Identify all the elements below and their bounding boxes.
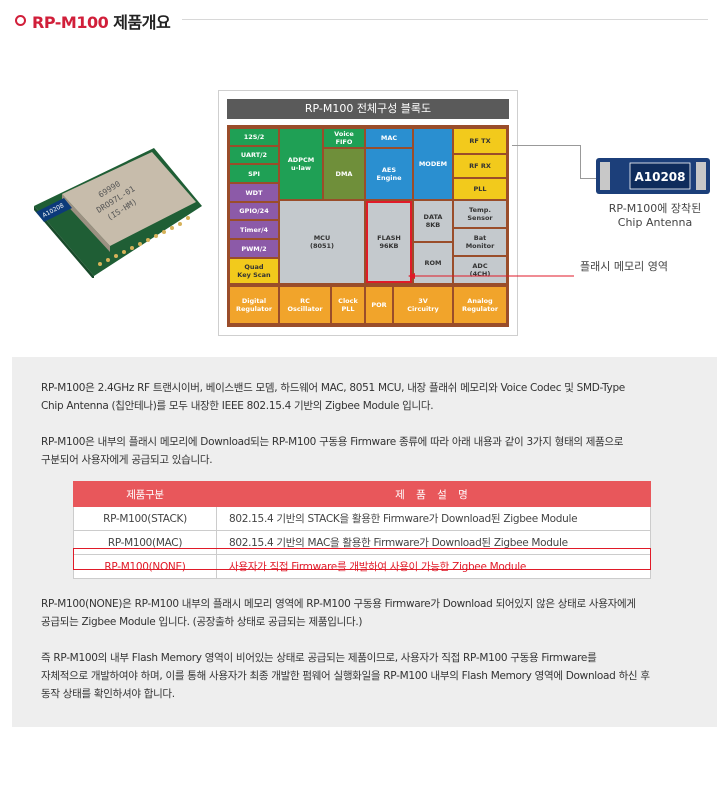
block-dma: DMA (324, 149, 364, 199)
antenna-caption-line2: Chip Antenna (617, 216, 693, 229)
block-gpio: GPIO/24 (230, 203, 278, 219)
diagram-title: RP-M100 전체구성 블록도 (227, 99, 509, 119)
p2-line1: RP-M100은 내부의 플래시 메모리에 Download되는 RP-M100… (41, 436, 624, 448)
p2-line2: 구분되어 사용자에게 공급되고 있습니다. (41, 454, 213, 466)
flash-pointer-label: 플래시 메모리 영역 (580, 260, 668, 273)
block-adpcm: ADPCM u-law (280, 129, 322, 199)
paragraph-4: 즉 RP-M100의 내부 Flash Memory 영역이 비어있는 상태로 … (41, 649, 691, 703)
antenna-marking: A10208 (634, 170, 685, 184)
block-por: POR (366, 287, 392, 323)
diagram-body: 12S/2 UART/2 SPI WDT GPIO/24 Timer/4 PWM… (227, 125, 509, 327)
title-model: RP-M100 (32, 13, 109, 32)
block-voice-fifo: Voice FIFO (324, 129, 364, 147)
block-diagram: RP-M100 전체구성 블록도 12S/2 UART/2 SPI WDT GP… (218, 90, 518, 336)
p4-line1: 즉 RP-M100의 내부 Flash Memory 영역이 비어있는 상태로 … (41, 652, 597, 664)
block-modem: MODEM (414, 129, 452, 199)
description-box: RP-M100은 2.4GHz RF 트랜시이버, 베이스밴드 모뎀, 하드웨어… (12, 357, 717, 727)
table-cell-name: RP-M100(MAC) (73, 530, 217, 555)
p4-line2: 자체적으로 개발하여야 하며, 이를 통해 사용자가 최종 개발한 펌웨어 실행… (41, 670, 650, 682)
block-timer: Timer/4 (230, 221, 278, 238)
p3-line2: 공급되는 Zigbee Module 입니다. (공장출하 상태로 공급되는 제… (41, 616, 363, 628)
block-mac: MAC (366, 129, 412, 147)
block-wdt: WDT (230, 184, 278, 201)
antenna-leader-line-h (580, 178, 596, 179)
block-uart: UART/2 (230, 147, 278, 163)
block-3v-circuitry: 3V Circuitry (394, 287, 452, 323)
block-bat-monitor: Bat Monitor (454, 229, 506, 255)
flash-pointer-arrow (408, 264, 578, 279)
block-rf-rx: RF RX (454, 155, 506, 177)
page-title: RP-M100 제품개요 (32, 9, 171, 33)
block-rf-tx: RF TX (454, 129, 506, 153)
block-adc: ADC (4CH) (454, 257, 506, 283)
paragraph-1: RP-M100은 2.4GHz RF 트랜시이버, 베이스밴드 모뎀, 하드웨어… (41, 379, 691, 415)
antenna-leader-line (512, 145, 580, 146)
block-flash: FLASH 96KB (366, 201, 412, 283)
antenna-caption: RP-M100에 장착된 Chip Antenna (590, 202, 720, 230)
block-rc-oscillator: RC Oscillator (280, 287, 330, 323)
table-cell-name: RP-M100(STACK) (73, 506, 217, 531)
block-quad-key-scan: Quad Key Scan (230, 259, 278, 283)
block-i2s: 12S/2 (230, 129, 278, 145)
antenna-caption-line1: RP-M100에 장착된 (608, 202, 702, 215)
table-row: RP-M100(MAC) 802.15.4 기반의 MAC을 활용한 Firmw… (73, 530, 651, 555)
table-header-desc: 제 품 설 명 (216, 481, 651, 507)
p1-line2: Chip Antenna (칩안테나)를 모두 내장한 IEEE 802.15.… (41, 400, 434, 412)
table-row: RP-M100(STACK) 802.15.4 기반의 STACK을 활용한 F… (73, 506, 651, 531)
title-rest: 제품개요 (108, 13, 171, 32)
block-mcu: MCU (8051) (280, 201, 364, 283)
block-aes: AES Engine (366, 149, 412, 199)
block-data: DATA 8KB (414, 201, 452, 241)
table-cell-desc: 802.15.4 기반의 STACK을 활용한 Firmware가 Downlo… (216, 506, 651, 531)
module-photo: 69990 DRO97L-01 (IS-HM) A10208 (24, 138, 202, 280)
block-pll: PLL (454, 179, 506, 199)
block-digital-regulator: Digital Regulator (230, 287, 278, 323)
table-header-row: 제품구분 제 품 설 명 (73, 481, 651, 507)
table-cell-name: RP-M100(NONE) (73, 554, 217, 579)
header-bullet-icon (15, 15, 26, 26)
antenna-leader-line-v (580, 145, 581, 179)
table-cell-desc: 802.15.4 기반의 MAC을 활용한 Firmware가 Download… (216, 530, 651, 555)
block-pwm: PWM/2 (230, 240, 278, 257)
p3-line1: RP-M100(NONE)은 RP-M100 내부의 플래시 메모리 영역에 R… (41, 598, 636, 610)
table-row-highlighted: RP-M100(NONE) 사용자가 직접 Firmware를 개발하여 사용이… (73, 554, 651, 579)
block-analog-regulator: Analog Regulator (454, 287, 506, 323)
table-cell-desc: 사용자가 직접 Firmware를 개발하여 사용이 가능한 Zigbee Mo… (216, 554, 651, 579)
paragraph-2: RP-M100은 내부의 플래시 메모리에 Download되는 RP-M100… (41, 433, 691, 469)
header-divider (182, 19, 708, 20)
product-table: 제품구분 제 품 설 명 RP-M100(STACK) 802.15.4 기반의… (73, 481, 651, 579)
block-temp-sensor: Temp. Sensor (454, 201, 506, 227)
paragraph-3: RP-M100(NONE)은 RP-M100 내부의 플래시 메모리 영역에 R… (41, 595, 691, 631)
table-header-type: 제품구분 (73, 481, 217, 507)
block-clock-pll: Clock PLL (332, 287, 364, 323)
chip-antenna-photo: A10208 (596, 156, 710, 196)
p1-line1: RP-M100은 2.4GHz RF 트랜시이버, 베이스밴드 모뎀, 하드웨어… (41, 382, 625, 394)
p4-line3: 동작 상태를 확인하셔야 합니다. (41, 688, 175, 700)
block-spi: SPI (230, 165, 278, 182)
